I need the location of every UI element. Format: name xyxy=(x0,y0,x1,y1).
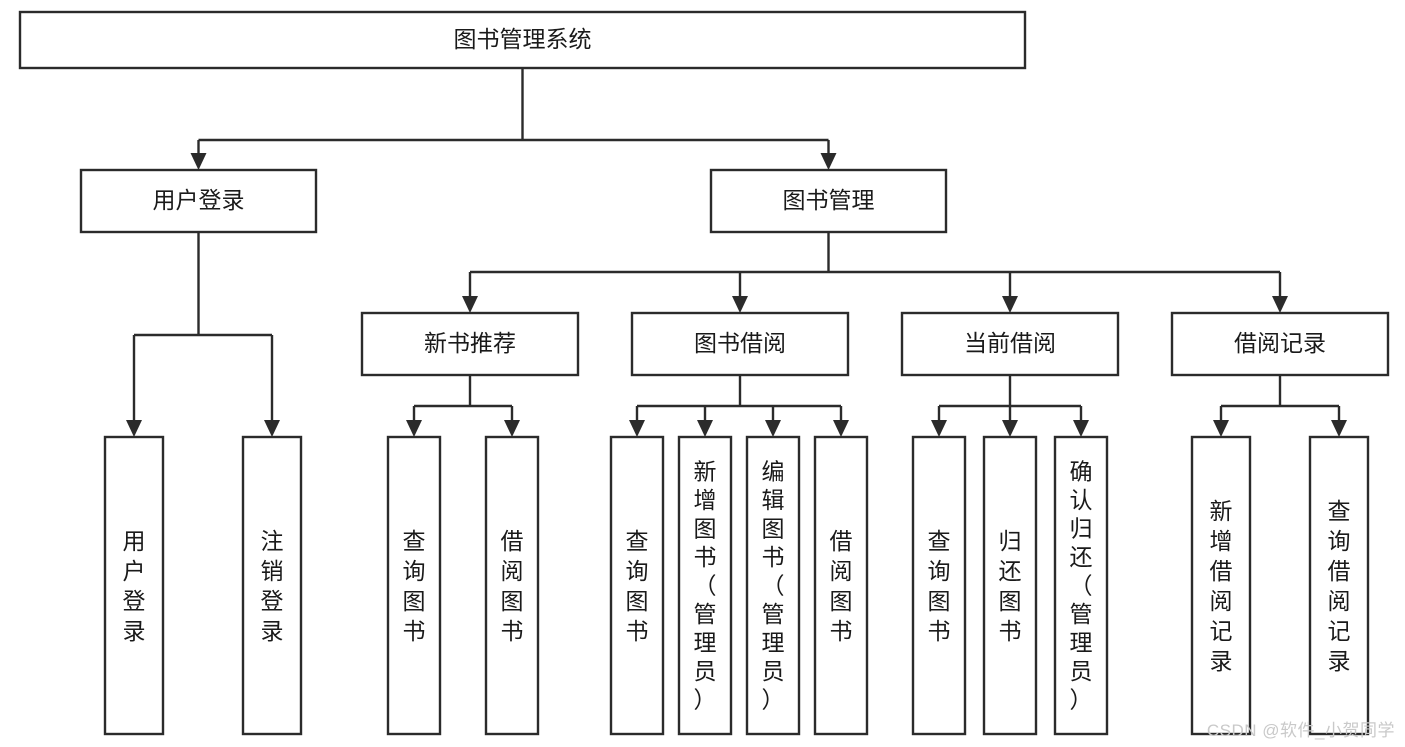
node-box-current-query-book[interactable] xyxy=(911,435,967,736)
node-box-recommend-query-book[interactable] xyxy=(386,435,442,736)
node-current-borrow[interactable]: 当前借阅 xyxy=(900,311,1120,377)
node-recommend-query-book[interactable]: 查询图书 xyxy=(386,435,442,736)
node-box-root[interactable] xyxy=(18,10,1027,70)
node-label-borrow-records: 借阅记录 xyxy=(1234,330,1326,356)
connector-arrow-current-confirm-return-head xyxy=(1073,420,1089,437)
connector-arrow-borrow-query-book-head xyxy=(629,420,645,437)
node-borrow-add-book[interactable]: 新增图书（管理员） xyxy=(677,435,733,736)
node-label-borrow-borrow-book: 借阅图书 xyxy=(830,528,853,644)
node-box-user-logout[interactable] xyxy=(241,435,303,736)
node-root[interactable]: 图书管理系统 xyxy=(18,10,1027,70)
connector-arrow-borrow-records-head xyxy=(1272,296,1288,313)
node-record-add[interactable]: 新增借阅记录 xyxy=(1190,435,1252,736)
connector-arrow-recommend-borrow-book-head xyxy=(504,420,520,437)
node-box-borrow-borrow-book[interactable] xyxy=(813,435,869,736)
node-label-borrow-add-book: 新增图书（管理员） xyxy=(694,458,717,712)
node-current-return-book[interactable]: 归还图书 xyxy=(982,435,1038,736)
node-new-book-recommend[interactable]: 新书推荐 xyxy=(360,311,580,377)
node-record-query[interactable]: 查询借阅记录 xyxy=(1308,435,1370,736)
node-borrow-edit-book[interactable]: 编辑图书（管理员） xyxy=(745,435,801,736)
connector-arrow-recommend-query-book-head xyxy=(406,420,422,437)
node-box-book-borrow[interactable] xyxy=(630,311,850,377)
node-current-confirm-return[interactable]: 确认归还（管理员） xyxy=(1053,435,1109,736)
node-layer: 图书管理系统用户登录用户登录注销登录图书管理新书推荐查询图书借阅图书图书借阅查询… xyxy=(18,10,1390,736)
node-box-record-query[interactable] xyxy=(1308,435,1370,736)
node-label-recommend-query-book: 查询图书 xyxy=(403,528,426,644)
node-label-borrow-edit-book: 编辑图书（管理员） xyxy=(762,458,785,712)
connector-arrow-book-borrow-head xyxy=(732,296,748,313)
connector-arrow-borrow-borrow-book-head xyxy=(833,420,849,437)
connector-arrow-borrow-edit-book-head xyxy=(765,420,781,437)
node-label-user-login: 用户登录 xyxy=(153,187,245,213)
node-label-borrow-query-book: 查询图书 xyxy=(626,528,649,644)
connector-arrow-record-query-head xyxy=(1331,420,1347,437)
node-current-query-book[interactable]: 查询图书 xyxy=(911,435,967,736)
node-label-current-query-book: 查询图书 xyxy=(928,528,951,644)
node-box-borrow-records[interactable] xyxy=(1170,311,1390,377)
connector-arrow-user-logout-head xyxy=(264,420,280,437)
node-box-borrow-edit-book[interactable] xyxy=(745,435,801,736)
connector-arrow-current-borrow-head xyxy=(1002,296,1018,313)
node-label-book-manage: 图书管理 xyxy=(783,187,875,213)
node-borrow-query-book[interactable]: 查询图书 xyxy=(609,435,665,736)
connector-arrow-user-login-do-head xyxy=(126,420,142,437)
node-box-new-book-recommend[interactable] xyxy=(360,311,580,377)
node-label-record-add: 新增借阅记录 xyxy=(1210,498,1233,674)
connector-arrow-user-login-head xyxy=(190,153,207,170)
node-label-root: 图书管理系统 xyxy=(454,26,592,52)
node-user-login-do[interactable]: 用户登录 xyxy=(103,435,165,736)
connector-layer xyxy=(126,68,1347,437)
node-label-new-book-recommend: 新书推荐 xyxy=(424,330,516,356)
connector-arrow-record-add-head xyxy=(1213,420,1229,437)
node-borrow-records[interactable]: 借阅记录 xyxy=(1170,311,1390,377)
node-box-book-manage[interactable] xyxy=(709,168,948,234)
node-borrow-borrow-book[interactable]: 借阅图书 xyxy=(813,435,869,736)
node-box-current-borrow[interactable] xyxy=(900,311,1120,377)
node-box-borrow-query-book[interactable] xyxy=(609,435,665,736)
node-label-book-borrow: 图书借阅 xyxy=(694,330,786,356)
connector-arrow-borrow-add-book-head xyxy=(697,420,713,437)
node-box-current-confirm-return[interactable] xyxy=(1053,435,1109,736)
node-box-user-login[interactable] xyxy=(79,168,318,234)
node-label-current-confirm-return: 确认归还（管理员） xyxy=(1070,458,1093,712)
node-box-current-return-book[interactable] xyxy=(982,435,1038,736)
connector-arrow-current-query-book-head xyxy=(931,420,947,437)
node-label-user-logout: 注销登录 xyxy=(261,528,284,644)
connector-arrow-new-book-recommend-head xyxy=(462,296,478,313)
node-box-user-login-do[interactable] xyxy=(103,435,165,736)
csdn-watermark: CSDN @软件_小贺同学 xyxy=(1206,721,1395,740)
node-box-recommend-borrow-book[interactable] xyxy=(484,435,540,736)
connector-arrow-current-return-book-head xyxy=(1002,420,1018,437)
node-book-manage[interactable]: 图书管理 xyxy=(709,168,948,234)
node-book-borrow[interactable]: 图书借阅 xyxy=(630,311,850,377)
node-box-record-add[interactable] xyxy=(1190,435,1252,736)
node-label-record-query: 查询借阅记录 xyxy=(1328,498,1351,674)
node-recommend-borrow-book[interactable]: 借阅图书 xyxy=(484,435,540,736)
connector-arrow-book-manage-head xyxy=(820,153,837,170)
node-user-logout[interactable]: 注销登录 xyxy=(241,435,303,736)
node-label-current-return-book: 归还图书 xyxy=(999,528,1022,644)
node-label-current-borrow: 当前借阅 xyxy=(964,330,1056,356)
node-label-user-login-do: 用户登录 xyxy=(123,528,146,644)
node-label-recommend-borrow-book: 借阅图书 xyxy=(501,528,524,644)
node-user-login[interactable]: 用户登录 xyxy=(79,168,318,234)
node-box-borrow-add-book[interactable] xyxy=(677,435,733,736)
